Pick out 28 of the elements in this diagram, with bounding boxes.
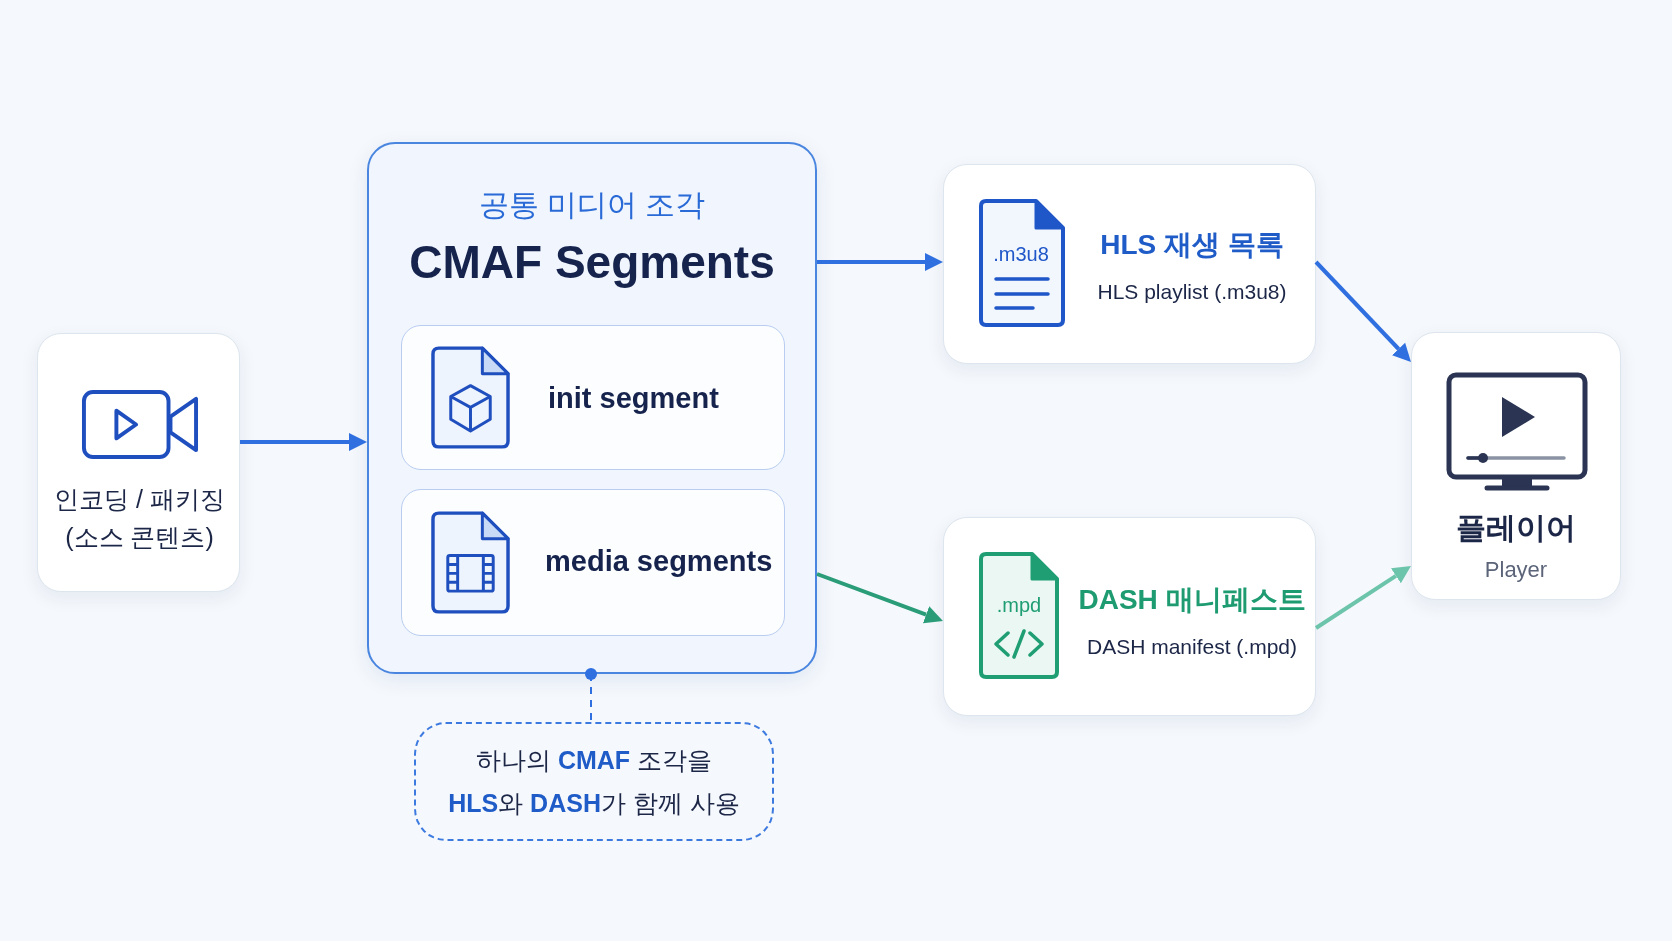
file-card xyxy=(943,517,1316,716)
player-card xyxy=(1411,332,1621,600)
segment-card xyxy=(401,325,785,470)
arrow xyxy=(817,253,943,271)
arrow xyxy=(1314,260,1411,363)
heading: HLS 재생 목록 xyxy=(1100,228,1284,262)
label: 인코딩 / 패키징 (소스 콘텐츠) xyxy=(53,484,226,553)
subheading: Player xyxy=(1484,556,1548,584)
file-extension: .m3u8 xyxy=(993,242,1049,266)
label: init segment xyxy=(548,380,719,416)
segment-card xyxy=(401,489,785,636)
heading: DASH 매니페스트 xyxy=(1078,583,1306,617)
subheading: DASH manifest (.mpd) xyxy=(1086,634,1298,660)
file-extension: .mpd xyxy=(996,593,1042,617)
arrow xyxy=(240,433,367,451)
note-box xyxy=(414,722,774,841)
connector-line xyxy=(585,668,597,723)
arrow xyxy=(816,572,943,624)
source-card xyxy=(37,333,240,592)
file-card xyxy=(943,164,1316,364)
heading: 플레이어 xyxy=(1456,510,1576,546)
subheading: HLS playlist (.m3u8) xyxy=(1097,279,1287,305)
subheading: 공통 미디어 조각 xyxy=(478,187,706,223)
group-panel xyxy=(367,142,817,674)
label: media segments xyxy=(545,543,773,579)
heading: CMAF Segments xyxy=(409,235,775,291)
arrow xyxy=(1314,565,1411,630)
note-text: 하나의 CMAF 조각을 HLS와 DASH가 함께 사용 xyxy=(447,745,741,819)
